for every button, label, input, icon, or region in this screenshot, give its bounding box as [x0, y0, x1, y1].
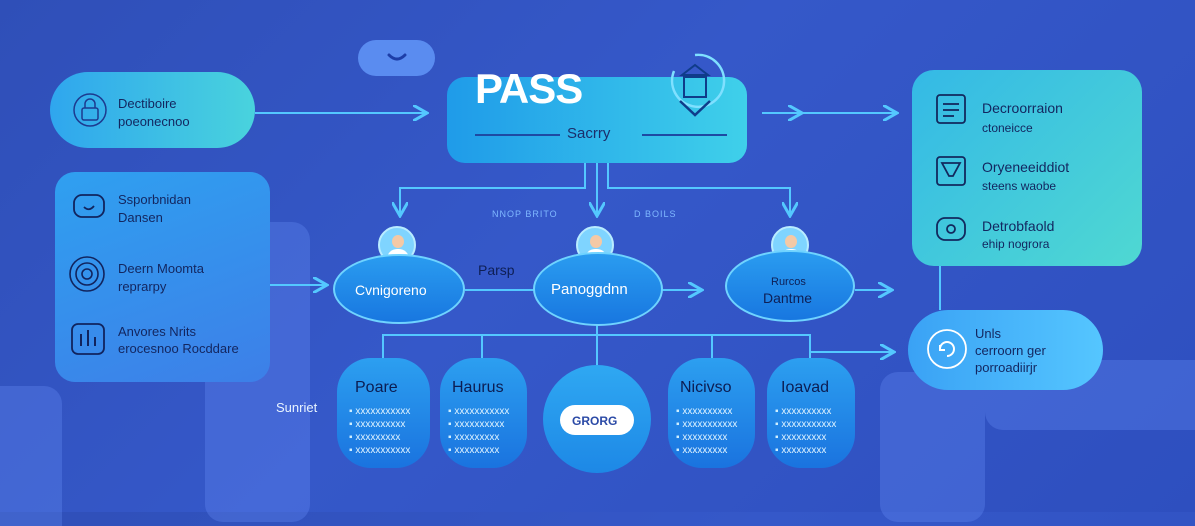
left-panel: Ssporbnidan Dansen Deern Moomta reprarpy…	[55, 172, 270, 382]
right-bottom-card[interactable]: Unls cerroorn ger porroadiirjr	[908, 310, 1103, 390]
bottom-pill-4-item: xxxxxxxxxxx	[775, 419, 836, 430]
right-panel-item-1-line2: ctoneicce	[982, 121, 1033, 135]
bottom-pill-4-item: xxxxxxxxx	[775, 432, 826, 443]
left-panel-item-2-line2: reprarpy	[118, 279, 167, 294]
bottom-pill-4-item: xxxxxxxxx	[775, 445, 826, 456]
node-1[interactable]: Cvnigoreno	[333, 254, 465, 324]
right-panel-item-2-line1: Oryeneeiddiot	[982, 159, 1070, 175]
left-panel-item-1-line2: Dansen	[118, 210, 163, 225]
left-top-line2: poeonecnoo	[118, 114, 190, 129]
title-divider-left	[475, 134, 560, 136]
bottom-pill-2-item: xxxxxxxxx	[448, 445, 499, 456]
bottom-pill-2-item: xxxxxxxxx	[448, 432, 499, 443]
chevron-icon	[387, 53, 407, 61]
right-panel-item-3-line1: Detrobfaold	[982, 218, 1055, 234]
left-panel-item-1-line1: Ssporbnidan	[118, 192, 191, 207]
bottom-center-circle[interactable]: GRORG	[543, 365, 651, 473]
bank-icon	[670, 53, 726, 117]
bottom-pill-1-item: xxxxxxxxxxx	[349, 445, 410, 456]
right-panel-item-3-line2: ehip nogrora	[982, 237, 1050, 251]
chat-icon	[936, 217, 966, 241]
filter-icon	[936, 156, 966, 186]
bottom-pill-3-item: xxxxxxxxxxx	[676, 419, 737, 430]
document-icon	[936, 94, 966, 124]
title-box[interactable]: PASS Sacrry	[447, 53, 747, 163]
bg-block-left-small	[0, 386, 62, 526]
bottom-pill-4-title: Ioavad	[781, 379, 830, 396]
bottom-center-badge: GRORG	[560, 405, 634, 435]
spiral-icon	[69, 256, 105, 292]
right-panel: Decroorraion ctoneicce Oryeneeiddiot ste…	[912, 70, 1142, 266]
bottom-pill-2-item: xxxxxxxxxx	[448, 419, 504, 430]
right-panel-item-1-line1: Decroorraion	[982, 100, 1063, 116]
right-bottom-line2: cerroorn ger	[975, 343, 1046, 358]
bottom-pill-3-title: Nicivso	[680, 379, 732, 396]
bottom-pill-3-item: xxxxxxxxx	[676, 445, 727, 456]
node-2[interactable]: Panoggdnn	[533, 252, 663, 326]
left-panel-item-3-line1: Anvores Nrits	[118, 324, 197, 339]
title-subtitle: Sacrry	[567, 125, 611, 142]
bottom-pill-2-title: Haurus	[452, 379, 504, 396]
bottom-pill-3-item: xxxxxxxxxx	[676, 406, 732, 417]
refresh-icon	[927, 329, 967, 369]
bottom-pill-4[interactable]: Ioavad xxxxxxxxxx xxxxxxxxxxx xxxxxxxxx …	[767, 358, 855, 468]
middle-label-a: NNOP BRITO	[492, 209, 558, 219]
side-label: Sunriet	[276, 400, 318, 415]
chart-icon	[71, 323, 105, 355]
top-toggle-pill[interactable]	[358, 40, 435, 76]
between-label: Parsp	[478, 262, 515, 278]
node-3-label-2: Dantme	[763, 290, 813, 306]
bottom-pill-2[interactable]: Haurus xxxxxxxxxxx xxxxxxxxxx xxxxxxxxx …	[440, 358, 527, 468]
node-3-label-1: Rurcos	[771, 276, 806, 288]
left-top-card[interactable]: Dectiboire poeonecnoo	[50, 72, 255, 148]
chat-icon	[73, 194, 105, 218]
right-bottom-line3: porroadiirjr	[975, 360, 1038, 375]
middle-label-b: D BOILS	[634, 209, 677, 219]
title-divider-right	[642, 134, 727, 136]
bottom-pill-4-item: xxxxxxxxxx	[775, 406, 831, 417]
left-top-line1: Dectiboire	[118, 96, 177, 111]
node-3[interactable]: Rurcos Dantme	[725, 250, 855, 322]
bottom-pill-1-item: xxxxxxxxxxx	[349, 406, 410, 417]
bottom-pill-1-title: Poare	[355, 379, 398, 396]
left-panel-item-3-line2: erocesnoo Rocddare	[118, 341, 239, 356]
node-1-label: Cvnigoreno	[355, 282, 427, 298]
bottom-pill-1-item: xxxxxxxxxx	[349, 419, 405, 430]
node-2-label: Panoggdnn	[551, 281, 628, 298]
lock-icon	[73, 93, 107, 127]
bottom-pill-1[interactable]: Poare xxxxxxxxxxx xxxxxxxxxx xxxxxxxxx x…	[337, 358, 430, 468]
bottom-center-label: GRORG	[572, 414, 618, 428]
left-panel-item-2-line1: Deern Moomta	[118, 261, 204, 276]
bottom-pill-2-item: xxxxxxxxxxx	[448, 406, 509, 417]
right-panel-item-2-line2: steens waobe	[982, 179, 1057, 193]
bottom-pill-3[interactable]: Nicivso xxxxxxxxxx xxxxxxxxxxx xxxxxxxxx…	[668, 358, 755, 468]
bottom-pill-1-item: xxxxxxxxx	[349, 432, 400, 443]
page-title: PASS	[475, 65, 583, 112]
bg-block-right-tall	[880, 372, 985, 522]
right-bottom-line1: Unls	[975, 326, 1002, 341]
bottom-pill-3-item: xxxxxxxxx	[676, 432, 727, 443]
